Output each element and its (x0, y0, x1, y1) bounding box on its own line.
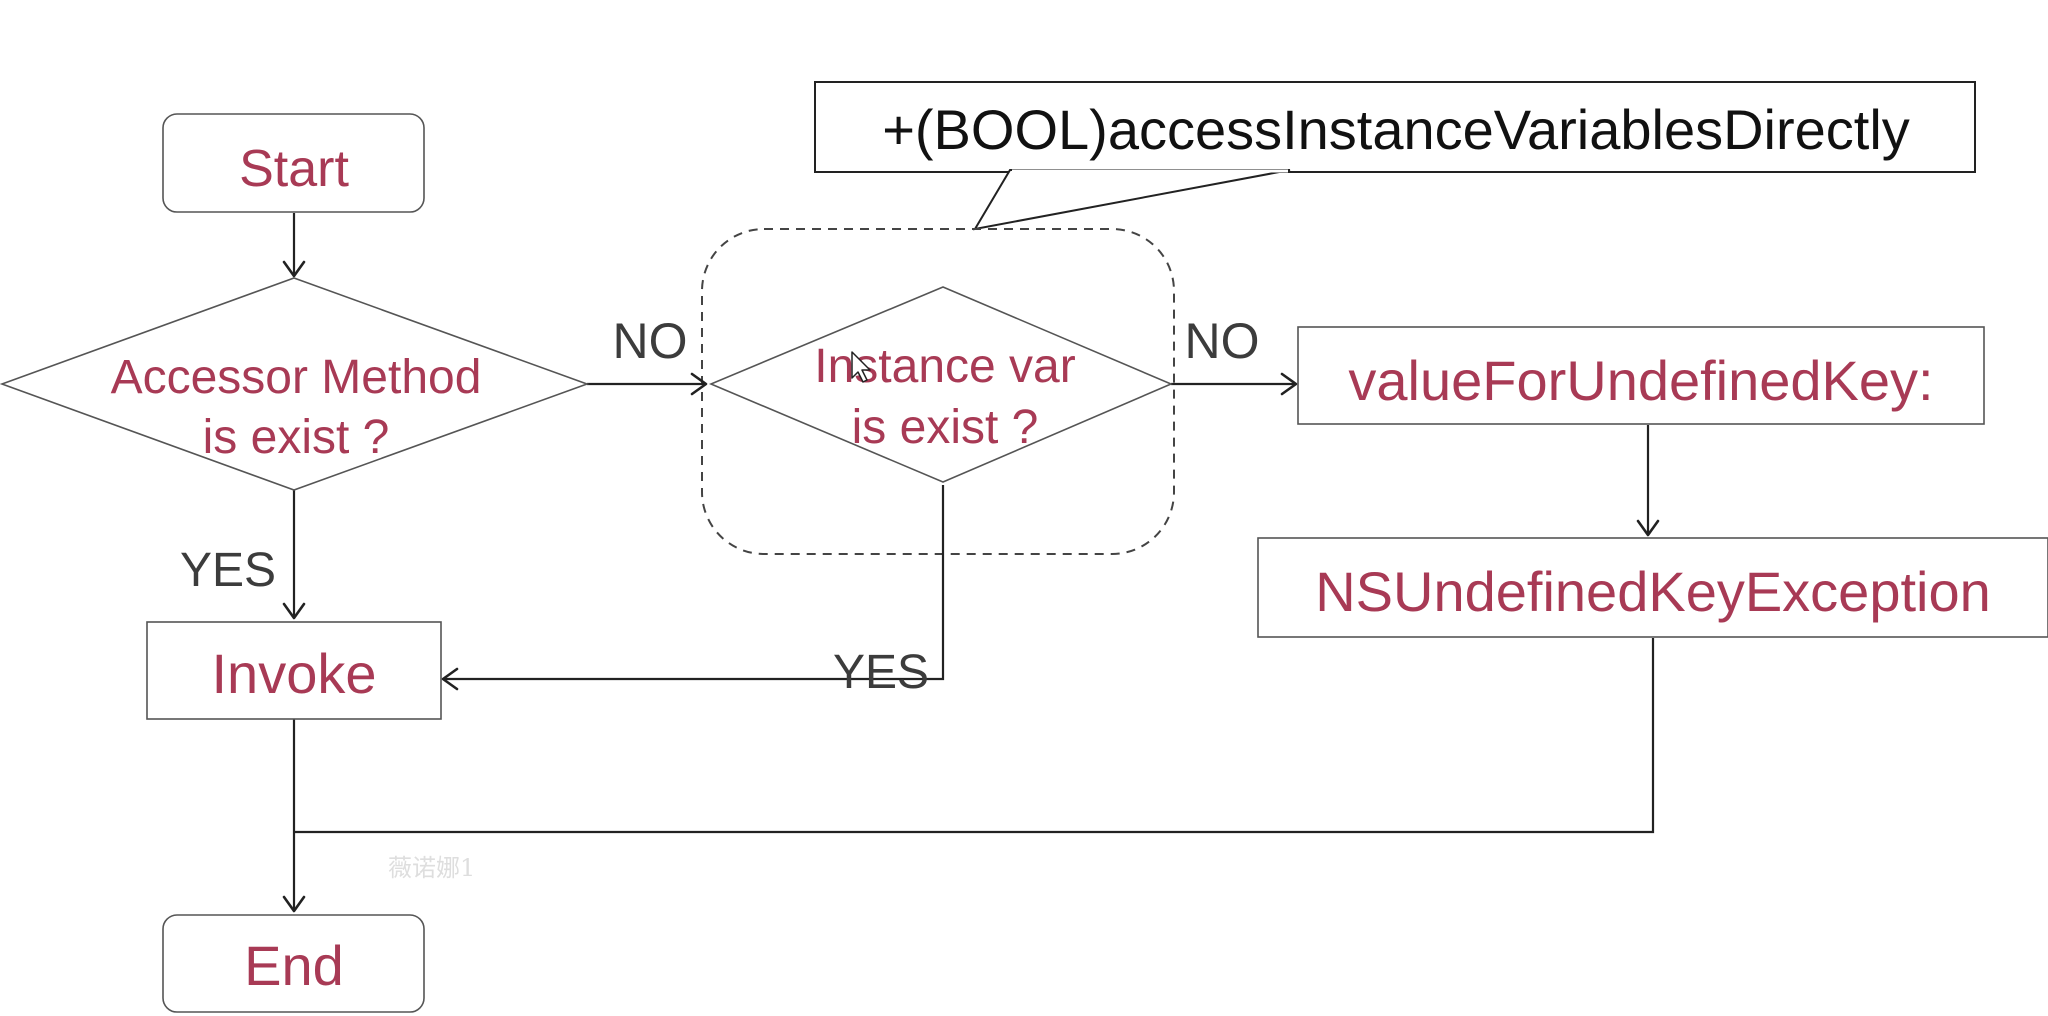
ivar-no-label: NO (1185, 313, 1260, 369)
callout: +(BOOL)accessInstanceVariablesDirectly (814, 81, 1976, 231)
start-label: Start (239, 140, 349, 198)
edges (282, 213, 1660, 913)
end-node: End (162, 914, 425, 1013)
mouse-cursor-icon (851, 351, 871, 383)
ivar-group-dashed-box (701, 228, 1175, 555)
arrowhead-right-icon (1280, 372, 1298, 396)
callout-pointer (973, 169, 1291, 231)
accessor-yes-label: YES (180, 544, 276, 597)
ivar-decision-line2: is exist ? (852, 401, 1039, 454)
callout-text: +(BOOL)accessInstanceVariablesDirectly (882, 98, 1910, 161)
end-label: End (244, 934, 344, 997)
arrowhead-down-icon (282, 260, 306, 278)
invoke-label: Invoke (212, 642, 377, 705)
arrowhead-left-icon (441, 667, 459, 691)
arrowhead-right-icon (690, 372, 708, 396)
start-node: Start (162, 113, 425, 213)
accessor-decision-line2: is exist ? (203, 411, 390, 464)
value-for-undefined-key-node: valueForUndefinedKey: (1297, 326, 1985, 425)
arrowhead-down-icon (282, 895, 306, 913)
accessor-decision-node: Accessor Method is exist ? (0, 277, 590, 491)
arrowhead-down-icon (282, 602, 306, 620)
watermark-text: 薇诺娜1 (388, 854, 475, 882)
accessor-no-label: NO (613, 313, 688, 369)
accessor-decision-line1: Accessor Method (111, 351, 482, 404)
ivar-yes-label: YES (833, 646, 929, 699)
exception-label: NSUndefinedKeyException (1315, 560, 1991, 623)
exception-node: NSUndefinedKeyException (1257, 537, 2048, 638)
ivar-decision-node: Instance var is exist ? (708, 286, 1174, 483)
callout-box (814, 81, 1976, 173)
invoke-node: Invoke (146, 621, 442, 720)
edge-exception-to-end (294, 638, 1655, 834)
value-for-undefined-key-label: valueForUndefinedKey: (1348, 349, 1933, 412)
arrowhead-down-icon (1636, 519, 1660, 537)
edge-ivar-yes (443, 485, 945, 681)
